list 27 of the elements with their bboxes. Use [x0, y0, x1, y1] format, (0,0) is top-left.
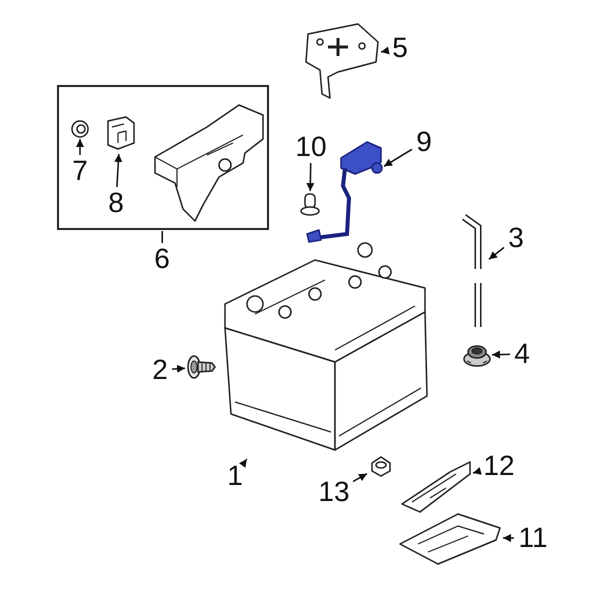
- callout-number: 5: [390, 34, 410, 62]
- leader-arrow: [492, 350, 510, 359]
- callout-number: 2: [150, 356, 170, 384]
- callout-number: 8: [107, 189, 125, 217]
- leader-arrow: [380, 46, 390, 54]
- leader-arrow: [352, 473, 368, 482]
- callout-number: 11: [516, 524, 550, 552]
- leader-line: [161, 231, 164, 243]
- callout-number: 4: [512, 340, 532, 368]
- group-frame: [57, 85, 269, 230]
- callout-number: 12: [482, 452, 516, 480]
- leader-arrow: [503, 534, 514, 542]
- leader-arrow: [472, 467, 482, 475]
- callout-number: 7: [71, 157, 89, 185]
- callout-number: 1: [225, 462, 245, 490]
- leader-arrow: [488, 246, 504, 260]
- callout-number: 10: [294, 133, 328, 161]
- leader-arrow: [76, 139, 84, 155]
- callout-number: 13: [317, 478, 351, 506]
- leader-arrow: [306, 162, 314, 192]
- leader-arrow: [172, 364, 186, 373]
- callout-number: 6: [152, 245, 172, 273]
- leader-arrow: [238, 458, 248, 468]
- leader-arrow: [384, 148, 412, 167]
- callout-number: 9: [414, 128, 434, 156]
- leader-arrow: [114, 154, 122, 188]
- callout-number: 3: [506, 224, 526, 252]
